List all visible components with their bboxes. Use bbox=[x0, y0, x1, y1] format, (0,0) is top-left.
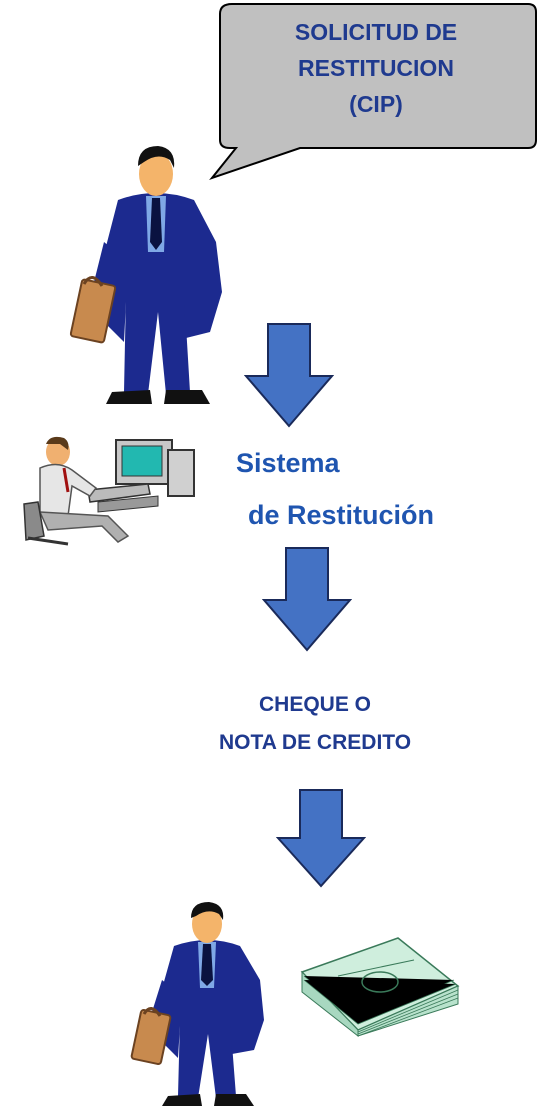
request-label-line1: SOLICITUD DE bbox=[294, 19, 458, 45]
speech-bubble bbox=[209, 3, 537, 181]
output-label: CHEQUE O NOTA DE CREDITO bbox=[160, 686, 470, 762]
businessman-with-money-figure bbox=[130, 902, 264, 1106]
system-label-line1: Sistema bbox=[236, 448, 340, 478]
system-label-line2: de Restitución bbox=[248, 500, 435, 530]
request-label-line2: RESTITUCION bbox=[298, 55, 454, 81]
money-stack-icon bbox=[300, 937, 460, 1038]
arrow-down-3 bbox=[276, 789, 366, 888]
output-label-line1: CHEQUE O bbox=[258, 693, 371, 716]
arrow-down-2 bbox=[262, 547, 352, 652]
arrow-down-1 bbox=[244, 323, 334, 428]
businessman-figure bbox=[69, 146, 222, 404]
computer-operator-icon bbox=[23, 436, 195, 546]
output-label-line2: NOTA DE CREDITO bbox=[218, 731, 412, 754]
request-label: SOLICITUD DE RESTITUCION (CIP) bbox=[218, 14, 534, 122]
request-label-line3: (CIP) bbox=[349, 91, 403, 117]
